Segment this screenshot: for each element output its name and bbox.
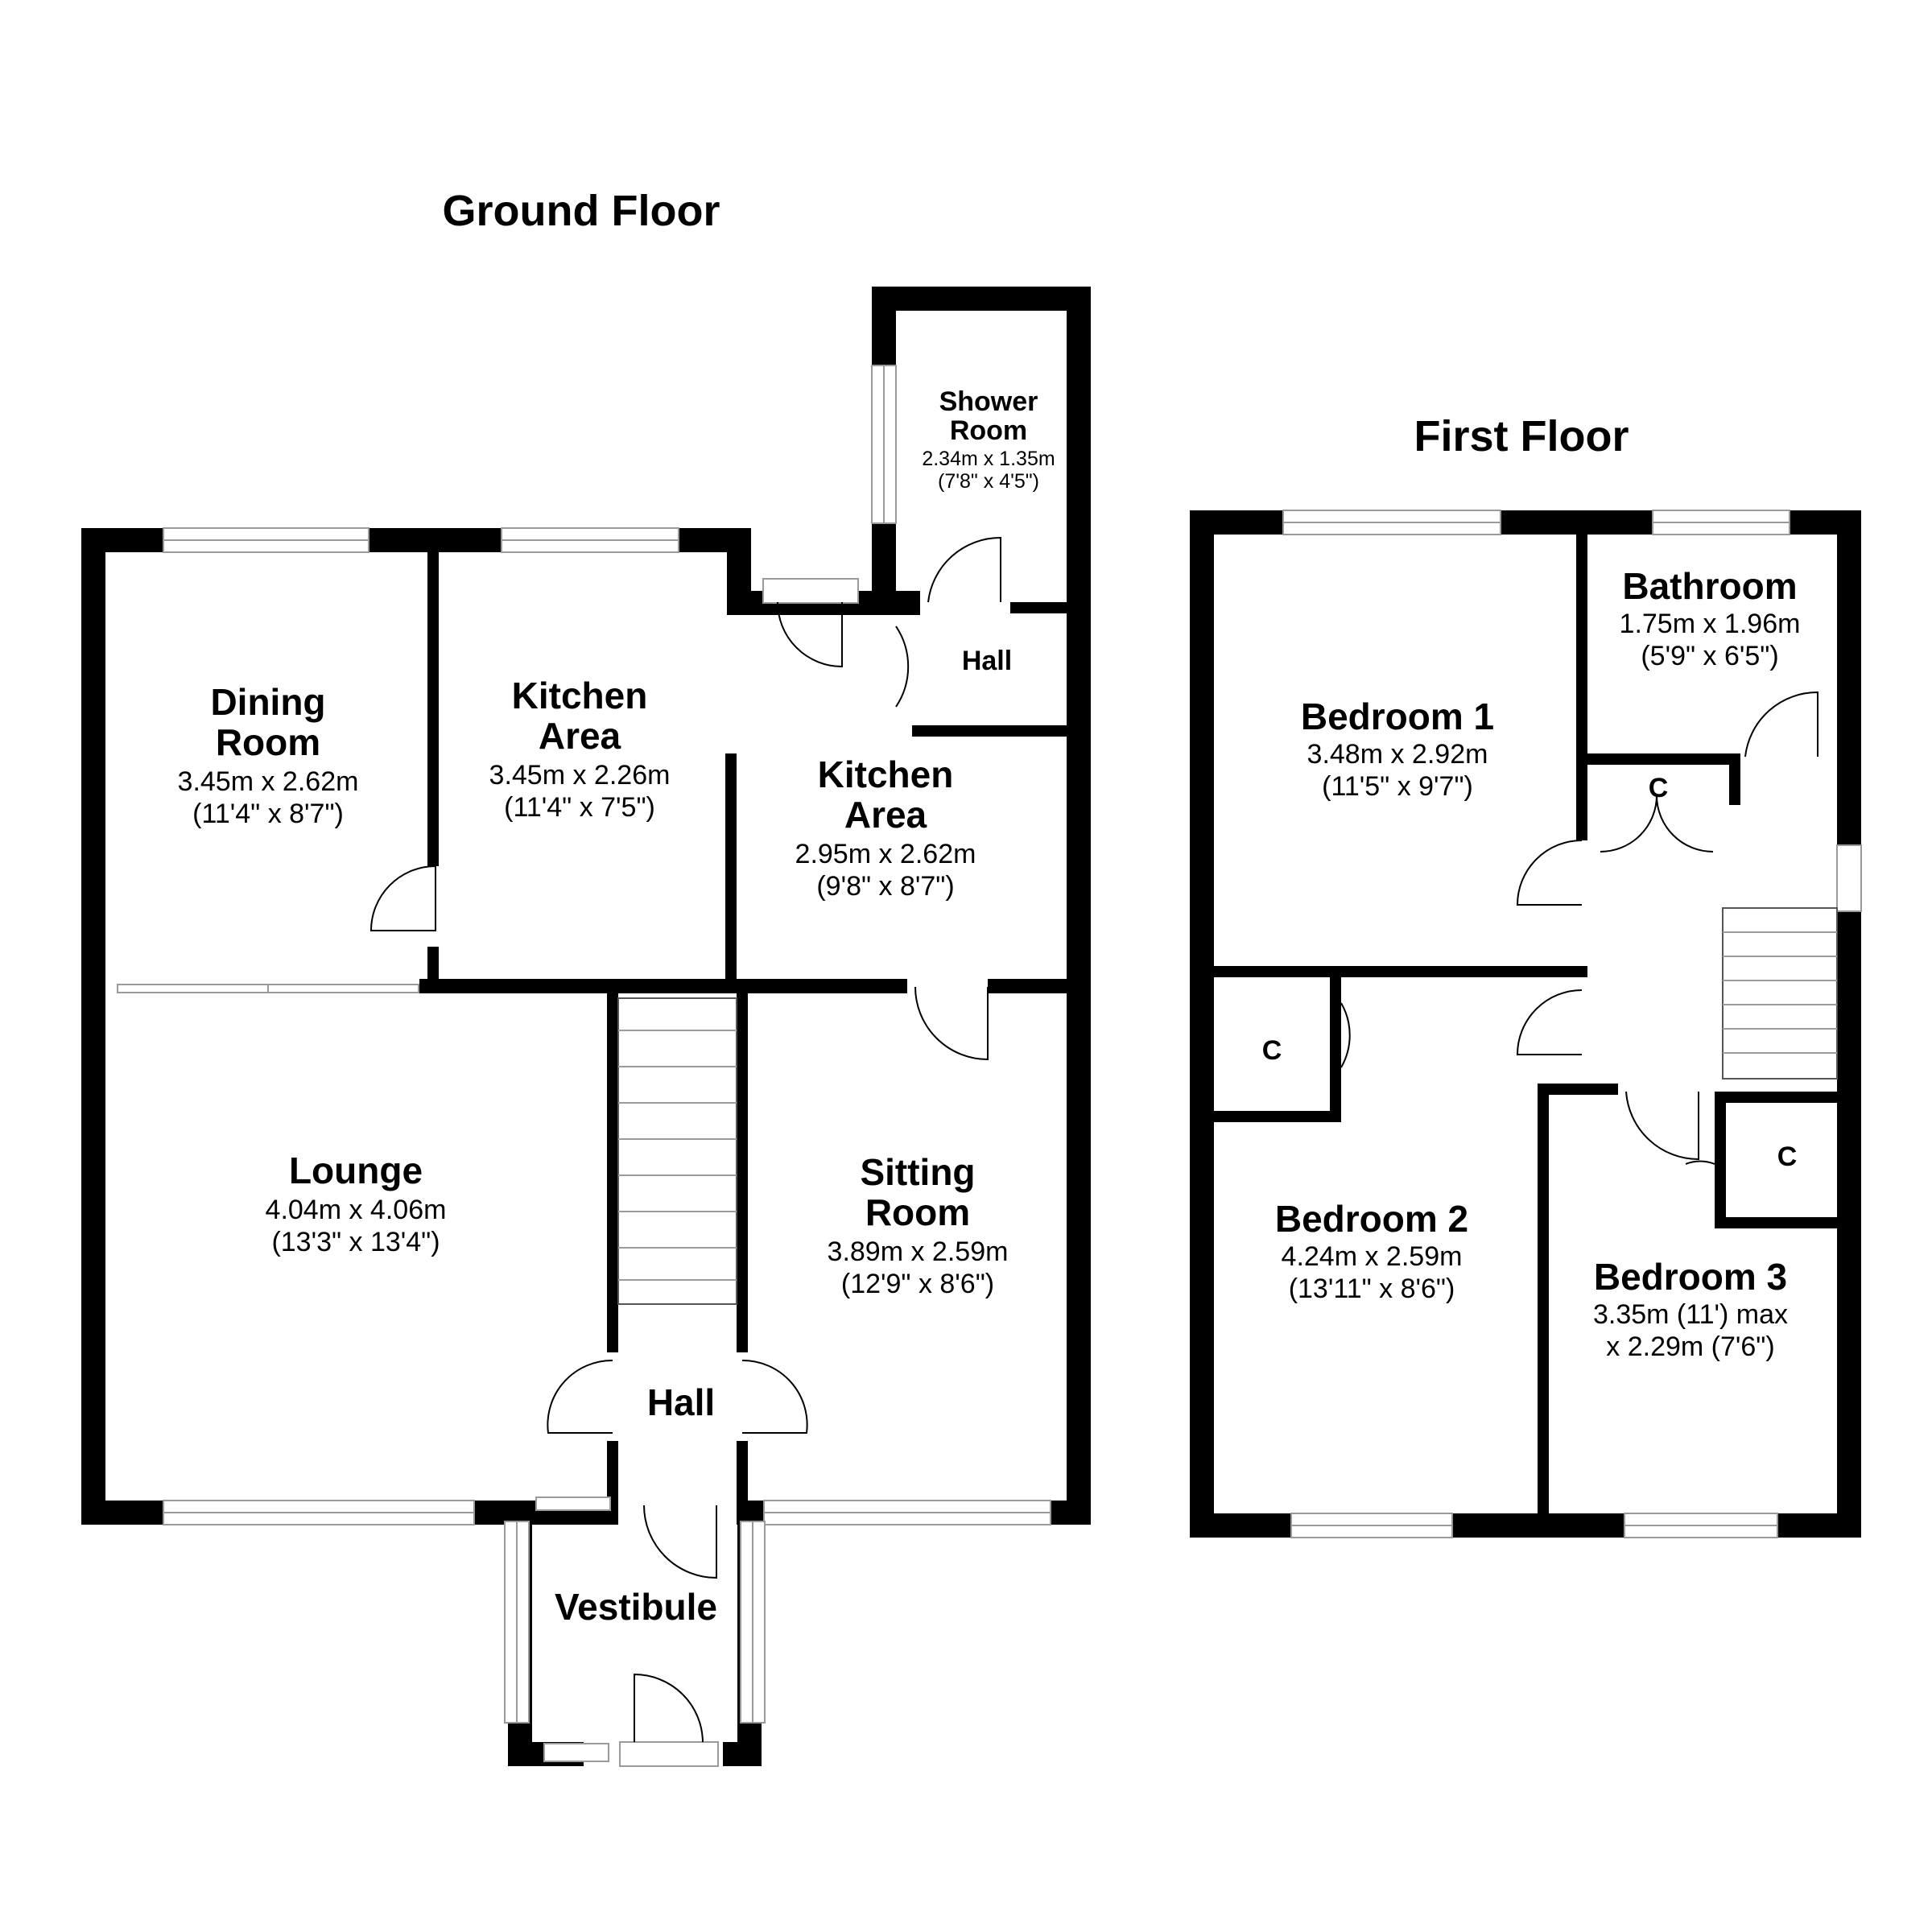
bed2-cupboard-door <box>1340 1002 1351 1068</box>
bedroom-2-metric: 4.24m x 2.59m <box>1282 1241 1463 1272</box>
gf-staircase <box>617 997 737 1305</box>
bed2-cupboard-wall-right <box>1330 977 1341 1122</box>
bathroom-name: Bathroom <box>1622 565 1797 607</box>
bed3-cupboard-wall-left <box>1715 1092 1726 1228</box>
bedroom-3-line-2: x 2.29m (7'6") <box>1606 1331 1774 1362</box>
kitchen-area-2-name-2: Area <box>844 794 927 836</box>
dining-kitchen-divider <box>427 552 439 866</box>
kitchen-sitting-divider <box>988 979 1067 993</box>
landing-cupboard-doors <box>1600 795 1714 852</box>
bedroom-3-cupboard-label: C <box>1777 1141 1798 1172</box>
kitchen-area-1-name-2: Area <box>539 715 621 757</box>
ff-windows <box>1282 510 1862 1538</box>
ground-floor-plan <box>81 287 1091 1767</box>
bed1-wall-bottom <box>1214 966 1587 977</box>
bed3-door <box>1625 1091 1699 1161</box>
lounge-imperial: (13'3" x 13'4") <box>271 1227 440 1257</box>
lounge-metric: 4.04m x 4.06m <box>266 1195 447 1225</box>
shower-door <box>927 536 1001 603</box>
bed3-cupboard-wall-top <box>1715 1092 1837 1103</box>
bedroom-2-cupboard-label: C <box>1262 1035 1282 1066</box>
stair-wall-left <box>607 990 618 1352</box>
back-door <box>777 601 843 668</box>
ff-outer-wall-left <box>1190 510 1214 1538</box>
bed1-door <box>1516 840 1583 906</box>
back-door-frame <box>762 578 859 604</box>
gf-doors <box>369 536 1001 1743</box>
bedroom-1-name: Bedroom 1 <box>1301 696 1494 737</box>
sitting-room-metric: 3.89m x 2.59m <box>828 1236 1009 1267</box>
bed1-bath-divider <box>1576 535 1587 840</box>
bedroom-3-name: Bedroom 3 <box>1594 1256 1787 1298</box>
sitting-room-name-1: Sitting <box>860 1151 975 1193</box>
bedroom-1-imperial: (11'5" x 9'7") <box>1322 771 1473 802</box>
kitchen-area-1-name-1: Kitchen <box>512 675 648 716</box>
gf-windows <box>117 365 1051 1767</box>
landing-window <box>1836 844 1862 912</box>
hall-door-right <box>741 1359 808 1434</box>
shower-room-metric: 2.34m x 1.35m <box>922 448 1055 470</box>
sitting-door <box>914 986 989 1061</box>
bed2-bed3-divider <box>1538 1084 1549 1513</box>
kitchen-area-2-name-1: Kitchen <box>818 753 954 795</box>
gf-outer-wall-left <box>81 528 105 1525</box>
bathroom-imperial: (5'9" x 6'5") <box>1641 641 1778 671</box>
rear-hall-name: Hall <box>962 646 1012 676</box>
landing-cupboard-label: C <box>1649 773 1669 803</box>
bed2-cupboard-wall-bottom <box>1214 1111 1341 1122</box>
kitchen-area-2-metric: 2.95m x 2.62m <box>795 839 976 869</box>
bedroom-2-name: Bedroom 2 <box>1275 1198 1468 1240</box>
first-floor-plan <box>1190 510 1862 1538</box>
dining-room-name-1: Dining <box>210 681 325 723</box>
bath-wall-bottom <box>1587 753 1740 765</box>
vestibule-door <box>643 1505 717 1579</box>
gf-outer-wall-right <box>1067 287 1091 1525</box>
shower-wall-top <box>872 287 1091 311</box>
hall-wall-left-lower <box>607 1441 618 1525</box>
front-door-frame <box>619 1741 719 1767</box>
vestibule-window-top <box>535 1496 611 1511</box>
lounge-dining-divider <box>419 979 907 993</box>
kitchen-area-1-imperial: (11'4" x 7'5") <box>504 792 655 823</box>
hall-name: Hall <box>647 1381 715 1423</box>
bed3-cupboard-wall-bottom <box>1715 1217 1837 1228</box>
dining-door <box>369 865 436 931</box>
kitchen-divider <box>725 753 737 990</box>
bedroom-2-imperial: (13'11" x 8'6") <box>1289 1274 1455 1304</box>
sitting-room-name-2: Room <box>865 1191 970 1233</box>
kitchen-area-2-imperial: (9'8" x 8'7") <box>816 871 954 902</box>
vestibule-window-bottom <box>543 1743 609 1762</box>
ff-staircase <box>1722 907 1838 1080</box>
rear-hall-door <box>895 625 910 708</box>
hall-door-left <box>547 1359 613 1434</box>
bed2-door <box>1516 989 1583 1055</box>
bedroom-3-line-1: 3.35m (11') max <box>1593 1299 1788 1330</box>
bath-door <box>1744 691 1818 758</box>
bed3-wall-top <box>1538 1084 1618 1095</box>
shower-room-name-2: Room <box>950 415 1027 446</box>
first-floor-title: First Floor <box>1414 412 1629 460</box>
lounge-name: Lounge <box>289 1150 423 1191</box>
shower-wall-bottom <box>1010 602 1083 613</box>
bedroom-1-metric: 3.48m x 2.92m <box>1307 739 1488 770</box>
dining-room-metric: 3.45m x 2.62m <box>178 766 359 797</box>
labels: Ground Floor First Floor Dining Room 3.4… <box>178 187 1801 1628</box>
vestibule-name: Vestibule <box>555 1586 717 1628</box>
shower-room-imperial: (7'8" x 4'5") <box>938 470 1039 493</box>
front-door <box>634 1673 704 1743</box>
ground-floor-title: Ground Floor <box>443 187 720 235</box>
rear-hall-wall-bottom <box>912 725 1067 737</box>
bed3-cupboard-door <box>1685 1160 1715 1165</box>
stair-wall-right <box>737 990 748 1352</box>
bathroom-metric: 1.75m x 1.96m <box>1620 609 1801 639</box>
ff-outer-wall-right <box>1837 510 1861 1538</box>
bath-cupboard-wall <box>1729 753 1740 805</box>
dining-room-imperial: (11'4" x 8'7") <box>192 799 344 829</box>
sitting-room-imperial: (12'9" x 8'6") <box>841 1269 994 1299</box>
ff-doors <box>1340 691 1818 1165</box>
shower-room-name-1: Shower <box>939 386 1038 417</box>
dining-room-name-2: Room <box>216 721 320 763</box>
kitchen-area-1-metric: 3.45m x 2.26m <box>489 760 671 791</box>
